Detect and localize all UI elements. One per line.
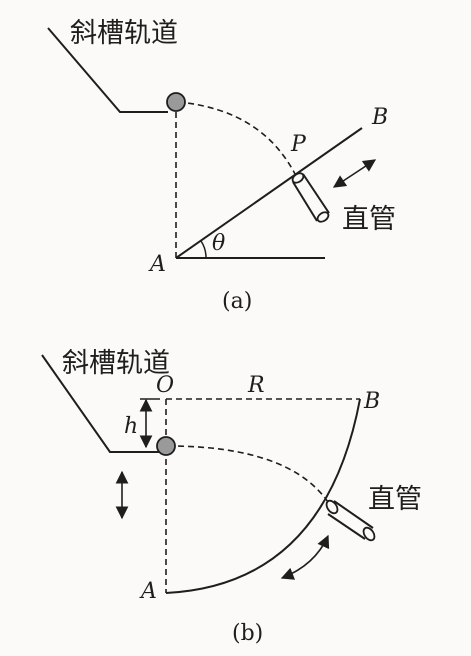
- figure-a: 斜槽轨道 B P A θ 直管 (a): [47, 18, 396, 314]
- track-label-a: 斜槽轨道: [70, 18, 178, 49]
- ball-b: [156, 436, 176, 456]
- caption-a: (a): [222, 289, 252, 314]
- label-o: O: [156, 373, 174, 398]
- ball-a: [166, 92, 186, 112]
- angle-arc: [200, 240, 207, 259]
- incline-ab: [175, 127, 363, 259]
- tube-label-b: 直管: [368, 484, 422, 515]
- trajectory-b: [167, 445, 331, 506]
- slide-arrow-b: [280, 534, 330, 580]
- tube-a: [291, 172, 330, 223]
- label-r: R: [247, 373, 265, 398]
- chute-track-a: [47, 27, 168, 113]
- label-h: h: [124, 414, 138, 439]
- label-p: P: [290, 132, 307, 157]
- figure-b: 斜槽轨道 O R B h A 直管 (b): [41, 348, 422, 646]
- tube-label-a: 直管: [342, 204, 396, 235]
- trajectory-a: [177, 101, 299, 181]
- label-b-b: B: [363, 389, 380, 414]
- track-label-b: 斜槽轨道: [62, 348, 170, 379]
- label-a-b: A: [139, 579, 157, 604]
- quarter-arc: [165, 398, 361, 594]
- slide-arrow-a: [332, 159, 377, 188]
- chute-track-b: [41, 354, 160, 453]
- label-a-a: A: [148, 252, 166, 277]
- label-b-a: B: [371, 105, 388, 130]
- angle-theta-label: θ: [212, 231, 225, 256]
- caption-b: (b): [232, 621, 263, 646]
- tube-b: [325, 499, 376, 542]
